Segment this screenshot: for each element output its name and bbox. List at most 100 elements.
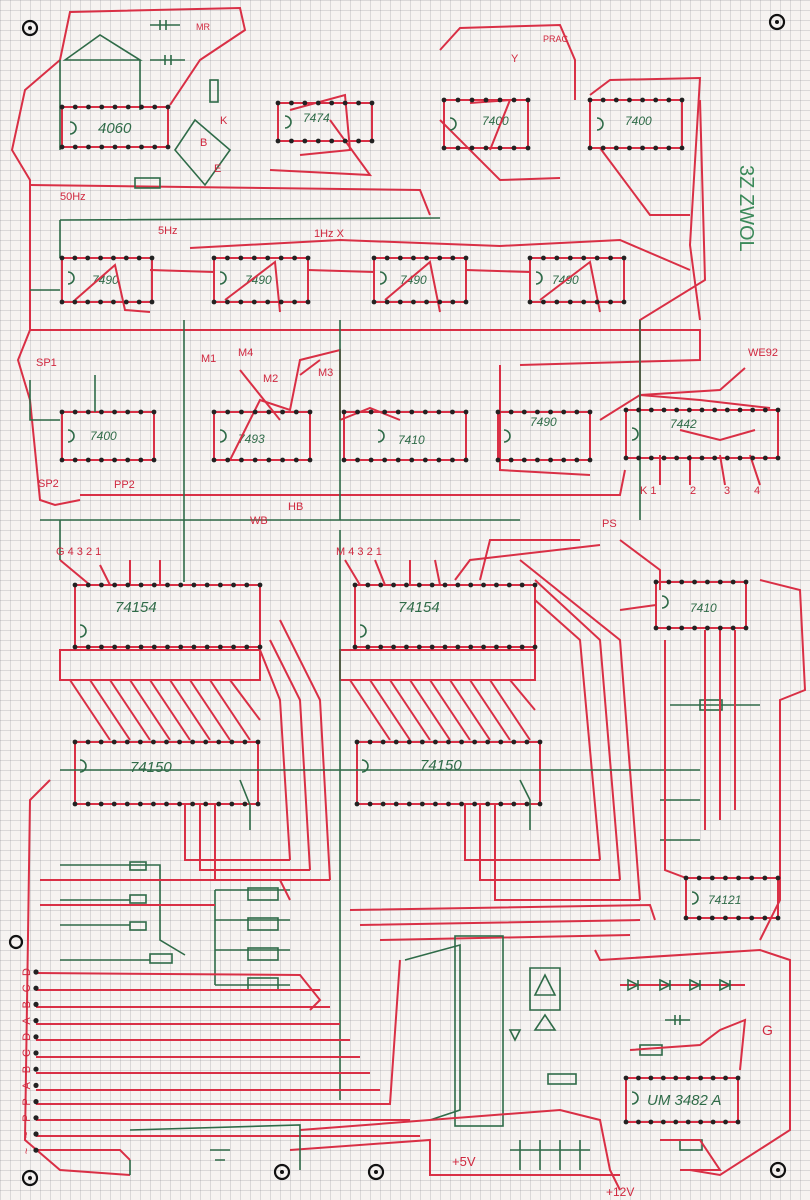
chip-pin xyxy=(280,457,285,463)
chip-pin xyxy=(124,801,130,807)
chip-pin xyxy=(341,457,347,463)
label-k4: 4 xyxy=(754,485,760,497)
diode-row xyxy=(620,978,745,992)
chip-pin xyxy=(191,582,197,588)
chip-pin xyxy=(255,801,261,807)
chip-pin xyxy=(216,739,222,745)
chip-pin xyxy=(315,138,321,144)
chip-pin xyxy=(275,100,281,106)
chip-pin xyxy=(623,1119,629,1125)
chip-pin xyxy=(679,97,685,103)
chip-pin xyxy=(356,138,361,144)
chip-pin xyxy=(242,739,248,745)
left-connector-letter: B xyxy=(21,1001,33,1008)
chip-pin xyxy=(498,801,504,807)
chip-pin xyxy=(661,407,667,413)
chip-pin xyxy=(211,457,217,463)
left-connector-letter: D xyxy=(21,1033,33,1041)
chip-pin xyxy=(521,409,527,415)
label-m2: M2 xyxy=(263,373,278,385)
chip-pin xyxy=(352,582,358,588)
chip-pin xyxy=(371,299,377,305)
chip-pin xyxy=(384,299,390,305)
chip-pin xyxy=(433,739,438,745)
chip-pin xyxy=(455,582,461,588)
chip-pin xyxy=(356,100,361,106)
chip-pin xyxy=(85,409,91,415)
chip-pin xyxy=(661,455,667,461)
chip-pin xyxy=(541,299,546,305)
chip-pin xyxy=(378,582,384,588)
chip-pin xyxy=(342,100,348,106)
chip-pin xyxy=(406,739,412,745)
chip-pin xyxy=(99,104,105,110)
chip-pin xyxy=(600,97,606,103)
chip-pin xyxy=(280,409,285,415)
chip-pin xyxy=(762,407,768,413)
chip-pin xyxy=(469,97,475,103)
chip-pin xyxy=(266,457,272,463)
left-connector-letter: B xyxy=(21,1066,33,1073)
label-g-pins: G 4 3 2 1 xyxy=(56,546,101,558)
chip-pin xyxy=(699,407,705,413)
chip-pin xyxy=(302,100,308,106)
chip-pin xyxy=(265,299,271,305)
chip-7493: 7493 xyxy=(213,411,311,461)
chip-pin xyxy=(594,299,600,305)
chip-pin xyxy=(481,582,486,588)
chip-7490-c: 7490 xyxy=(373,257,467,303)
chip-pin xyxy=(441,97,447,103)
chip-pin xyxy=(125,457,131,463)
chip-pin xyxy=(265,255,271,261)
chip-pin xyxy=(735,1075,741,1081)
chip-pin xyxy=(125,582,131,588)
chip-pin xyxy=(446,739,451,745)
chip-pin xyxy=(244,644,250,650)
chip-pin xyxy=(481,644,486,650)
label-m1: M1 xyxy=(201,353,216,365)
label-we92: WE92 xyxy=(748,347,778,359)
chip-pin xyxy=(315,100,321,106)
chip-pin xyxy=(239,409,244,415)
chip-pin xyxy=(165,144,171,150)
chip-pin xyxy=(623,1075,629,1081)
chip-pin xyxy=(368,409,374,415)
chip-label: 74150 xyxy=(130,759,172,776)
chip-pin xyxy=(627,145,632,151)
chip-pin xyxy=(190,801,196,807)
chip-pin xyxy=(472,739,478,745)
chip-pin xyxy=(750,407,756,413)
chip-pin xyxy=(136,299,142,305)
chip-pin xyxy=(406,801,412,807)
chip-pin xyxy=(673,1075,679,1081)
left-connector-letter: A xyxy=(21,1017,33,1025)
chip-pin xyxy=(455,145,461,151)
chip-pin xyxy=(395,457,401,463)
chip-74154-b: 74154 xyxy=(354,584,536,648)
chip-pin xyxy=(242,801,248,807)
chip-label: 7400 xyxy=(90,429,117,443)
chip-pin xyxy=(86,104,91,110)
chip-label: 74154 xyxy=(115,599,157,616)
chip-pin xyxy=(730,625,736,631)
chip-pin xyxy=(548,409,553,415)
chip-pin xyxy=(257,644,263,650)
chip-pin xyxy=(762,915,768,921)
chip-pin xyxy=(717,625,723,631)
chip-pin xyxy=(244,582,250,588)
chip-pin xyxy=(255,739,261,745)
chip-pin xyxy=(666,579,672,585)
chip-pin xyxy=(99,409,104,415)
chip-pin xyxy=(524,739,530,745)
chip-pin xyxy=(177,739,182,745)
chip-pin xyxy=(307,457,313,463)
label-y: Y xyxy=(511,53,519,65)
chip-pin xyxy=(709,875,715,881)
chip-pin xyxy=(292,299,297,305)
chip-pin xyxy=(251,255,257,261)
connector-pin xyxy=(33,1147,39,1153)
chip-pin xyxy=(136,255,142,261)
label-prac: PRAC xyxy=(543,34,569,44)
chip-pin xyxy=(252,457,258,463)
chip-pin xyxy=(494,644,499,650)
